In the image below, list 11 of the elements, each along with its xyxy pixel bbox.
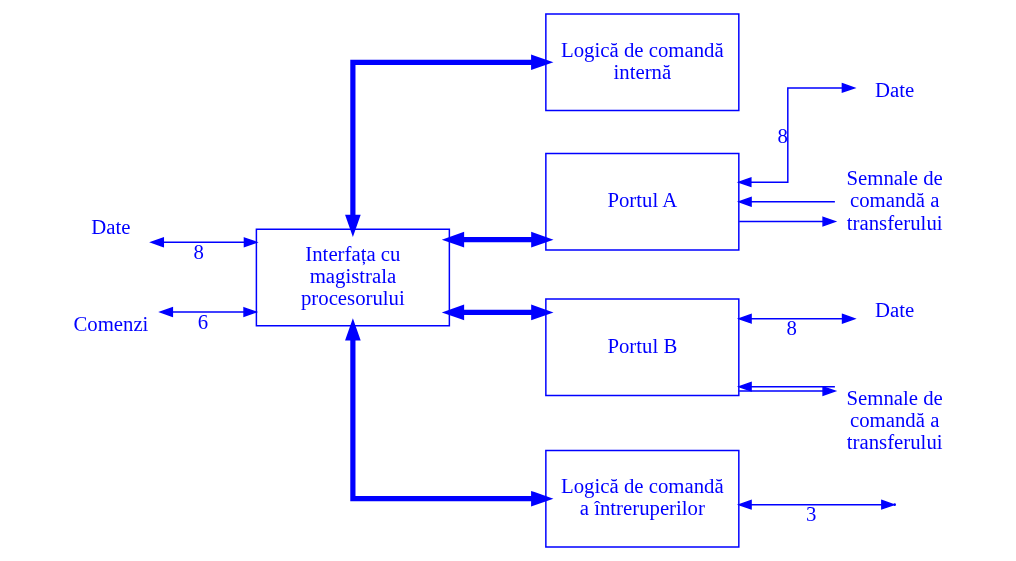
node-text: Date — [875, 298, 915, 322]
edge-label: 3 — [806, 502, 817, 526]
node-text: Comenzi — [73, 311, 149, 335]
edge-label: 8 — [786, 316, 797, 340]
edge-label: 8 — [777, 123, 788, 147]
node-text: Date — [91, 215, 131, 239]
edge-label: 6 — [197, 309, 209, 333]
node-text: Semnale de comandă a transferului — [846, 166, 943, 234]
node-text: Date — [875, 78, 915, 102]
node-text: Semnale de comandă a transferului — [846, 385, 943, 454]
edge-label: 8 — [193, 239, 204, 263]
